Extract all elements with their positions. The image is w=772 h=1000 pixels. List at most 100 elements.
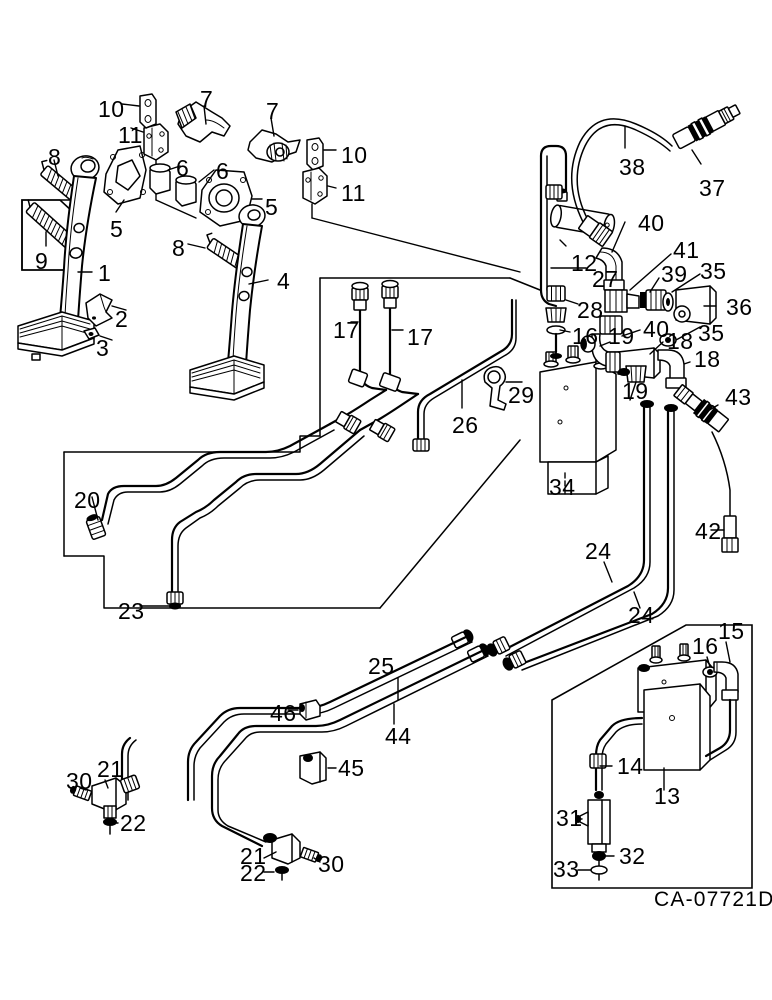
callout-22-left: 22: [120, 810, 147, 836]
plate-10-right: [306, 137, 337, 171]
bracket-11-left: [130, 123, 197, 219]
fitting-21-left: [69, 774, 141, 835]
tube-17-left: [347, 281, 388, 392]
clip-46: [287, 699, 321, 721]
clip-45: [299, 751, 337, 785]
callout-36: 36: [726, 294, 753, 320]
bushing-6-left: [149, 163, 181, 195]
callout-44: 44: [385, 723, 412, 749]
callout-33-inset: 33: [553, 856, 580, 882]
callout-46: 46: [270, 700, 297, 726]
callout-21-left: 21: [97, 756, 124, 782]
callout-1: 1: [98, 260, 112, 286]
hose-38: [571, 118, 673, 223]
callout-29: 29: [508, 382, 535, 408]
callout-21-right: 21: [240, 843, 267, 869]
callout-40-upper: 40: [638, 210, 665, 236]
callout-30-left: 30: [66, 768, 93, 794]
tube-14-inset: [589, 716, 644, 792]
elbow-40-upper: [578, 215, 626, 291]
callout-38: 38: [619, 154, 646, 180]
callout-23: 23: [118, 598, 145, 624]
callout-2: 2: [115, 306, 129, 332]
lever-7-left: [175, 101, 231, 143]
support-5-right: [199, 169, 263, 227]
callout-31-inset: 31: [556, 805, 583, 831]
callout-26: 26: [452, 412, 479, 438]
plug-33-inset: [577, 865, 608, 881]
callout-19-lower: 19: [622, 378, 649, 404]
callout-8-right: 8: [172, 235, 186, 261]
callout-10-right: 10: [341, 142, 368, 168]
callout-6-right: 6: [216, 158, 230, 184]
callout-5-left: 5: [110, 216, 124, 242]
valve-31-inset: [575, 791, 611, 853]
lever-7-right: [247, 117, 301, 163]
callout-3: 3: [96, 335, 110, 361]
callout-35-upper: 35: [700, 258, 727, 284]
plate-10-left: [121, 93, 157, 129]
callout-5-right: 5: [265, 194, 279, 220]
callout-30-right: 30: [318, 851, 345, 877]
fitting-19-lower: [618, 365, 647, 401]
clip-3: [83, 327, 113, 341]
callout-14-inset: 14: [617, 753, 644, 779]
callout-8-left: 8: [48, 144, 62, 170]
callout-35-lower: 35: [698, 320, 725, 346]
reservoir-34: [539, 345, 617, 495]
bracket-2: [85, 293, 127, 327]
tube-to-left-cylinder: [120, 736, 137, 802]
support-5-left: [103, 145, 147, 213]
callout-43: 43: [725, 384, 752, 410]
tube-26: [412, 298, 517, 452]
callout-42: 42: [695, 518, 722, 544]
master-cylinder-13: [637, 643, 717, 791]
callout-7-right: 7: [266, 98, 280, 124]
pedal-4-right: [189, 204, 269, 401]
fitting-19-upper: [580, 335, 611, 353]
callout-16-main: 16: [572, 323, 599, 349]
clamp-29: [483, 365, 523, 411]
callout-45: 45: [338, 755, 365, 781]
fitting-21-right: [263, 833, 323, 881]
probe-42: [710, 431, 739, 553]
coupler-43: [673, 384, 729, 433]
tube-run-17: [328, 388, 420, 443]
frame-outline: [63, 277, 541, 609]
tube-connectors-24: [450, 629, 527, 671]
callout-37: 37: [699, 175, 726, 201]
callout-10-left: 10: [98, 96, 125, 122]
fitting-stack-36: [604, 253, 717, 347]
elbow-18-right: [657, 349, 691, 389]
callout-18-elbow: 18: [694, 346, 721, 372]
callout-41: 41: [673, 237, 700, 263]
elbow-15-inset: [713, 641, 739, 701]
tube-25-44: [186, 634, 489, 848]
callout-20: 20: [74, 487, 101, 513]
tube-23: [139, 428, 365, 610]
bracket-11-right: [302, 167, 521, 273]
callout-32-inset: 32: [619, 843, 646, 869]
callout-9: 9: [35, 248, 49, 274]
callout-24-lower: 24: [628, 602, 655, 628]
callout-15-inset: 15: [718, 618, 745, 644]
bushing-6-right: [175, 169, 215, 207]
callout-22-right: 22: [240, 860, 267, 886]
callout-40-lower: 40: [643, 316, 670, 342]
callout-28: 28: [577, 297, 604, 323]
callout-17-left: 17: [333, 317, 360, 343]
callout-6-left: 6: [176, 155, 190, 181]
part-number-label: CA-07721D: [654, 888, 772, 911]
callout-24-upper: 24: [585, 538, 612, 564]
tube-20: [85, 422, 335, 540]
callout-11-right: 11: [341, 180, 366, 206]
washer-32-inset: [592, 851, 615, 867]
coupler-37: [672, 104, 741, 165]
callout-27: 27: [592, 266, 619, 292]
tube-17-right: [378, 279, 420, 396]
pedal-1-left: [17, 155, 100, 361]
callout-34: 34: [549, 474, 576, 500]
callout-18-tee: 18: [667, 328, 694, 354]
